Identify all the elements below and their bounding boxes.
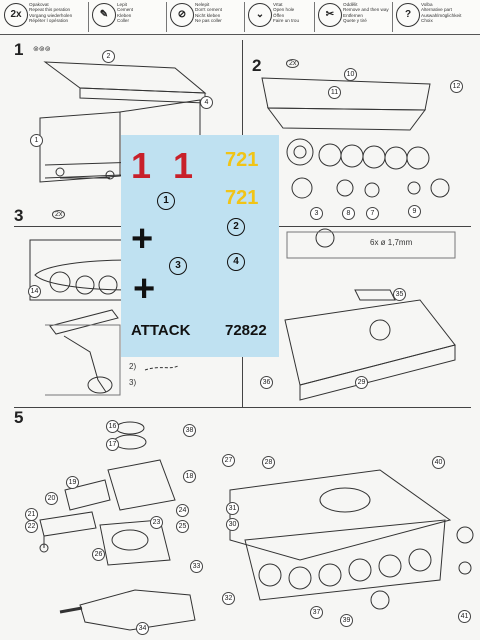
part-number: 34 — [136, 622, 149, 635]
part-number: 29 — [355, 376, 368, 389]
legend-text: Quete y tiré — [343, 18, 367, 24]
legend-text: Don't cement — [195, 7, 222, 13]
legend-cement: ✎ Lepit Cement Kleben Coller — [92, 2, 164, 32]
part-number: 30 — [226, 518, 239, 531]
step-number-1: 1 — [14, 40, 24, 59]
repeat-icon: 2x — [4, 3, 28, 27]
decal-marker: 1 — [157, 192, 175, 210]
legend-text: Vrtat — [273, 2, 283, 7]
legend-text: Opakovat — [29, 2, 49, 7]
part-number: 40 — [432, 456, 445, 469]
part-number: 16 — [106, 420, 119, 433]
cutter-icon: ✂ — [318, 3, 342, 27]
part-number: 28 — [262, 456, 275, 469]
part-number: 20 — [45, 492, 58, 505]
part-number: 19 — [66, 476, 79, 489]
step-number-3: 3 — [14, 206, 24, 225]
legend-text: Oddělit — [343, 2, 358, 7]
part-number: 11 — [328, 86, 341, 99]
legend-text: Öffen — [273, 12, 285, 18]
part-number: 31 — [226, 502, 239, 515]
instruction-legend: 2x Opakovat Repeat this peration Vorgang… — [0, 0, 480, 35]
part-number: 8 — [342, 207, 355, 220]
legend-text: Répéter l opération — [29, 18, 69, 24]
repeat-chip: 2x — [286, 59, 300, 68]
part-number: 9 — [408, 205, 421, 218]
legend-text: Lepit — [117, 2, 127, 7]
no-glue-icon: ⊘ — [170, 3, 194, 27]
part-number: 35 — [393, 288, 406, 301]
part-number: 27 — [222, 454, 235, 467]
legend-text: Coller — [117, 18, 129, 24]
question-icon: ? — [396, 3, 420, 27]
legend-text: Remove and then way — [343, 7, 389, 13]
decal-balkenkreuz: + — [131, 218, 154, 260]
legend-text: Entfernen — [343, 12, 363, 18]
part-number: 41 — [458, 610, 471, 623]
legend-text: Kleben — [117, 12, 132, 18]
part-number: 26 — [92, 548, 105, 561]
legend-text: Volba — [421, 2, 433, 7]
legend-text: Ne pas coller — [195, 18, 222, 24]
alternative-label: 3) — [129, 378, 137, 387]
part-number: 4 — [200, 96, 213, 109]
legend-text: Nicht kleben — [195, 12, 221, 18]
decal-yellow-number: 721 — [225, 149, 259, 171]
decal-code: 72822 — [225, 322, 267, 339]
part-number: 17 — [106, 438, 119, 451]
part-number: 7 — [366, 207, 379, 220]
part-number: 14 — [28, 285, 41, 298]
part-number: 21 — [25, 508, 38, 521]
legend-text: Auswahlmöglichkeit — [421, 12, 462, 18]
part-number: 32 — [222, 592, 235, 605]
drill-note: 6x ø 1,7mm — [370, 238, 413, 247]
legend-text: Repeat this peration — [29, 7, 71, 13]
part-number: 22 — [25, 520, 38, 533]
part-number: 2 — [102, 50, 115, 63]
step-number-2: 2 — [252, 56, 262, 75]
part-number: 33 — [190, 560, 203, 573]
legend-alternative: ? Volba Alternative part Auswahlmöglichk… — [396, 2, 478, 32]
part-number: 38 — [183, 424, 196, 437]
decal-yellow-number: 721 — [225, 187, 259, 209]
part-number: 23 — [150, 516, 163, 529]
legend-text: Cement — [117, 7, 134, 13]
legend-text: Choix — [421, 18, 433, 24]
decal-marker: 2 — [227, 218, 245, 236]
step-number-5: 5 — [14, 408, 24, 427]
drill-icon: ⌄ — [248, 3, 272, 27]
part-number: 18 — [183, 470, 196, 483]
part-number: 12 — [450, 80, 463, 93]
decal-balkenkreuz: + — [133, 268, 156, 310]
part-number: 37 — [310, 606, 323, 619]
legend-repeat: 2x Opakovat Repeat this peration Vorgang… — [4, 2, 86, 32]
repeat-chip: 2x — [52, 210, 66, 219]
decal-sheet: 1 1 721 721 1 2 + 3 4 + ATTACK 72822 — [121, 135, 279, 357]
part-number: 10 — [344, 68, 357, 81]
legend-text: Vorgang wiederholen — [29, 12, 73, 18]
decal-marker: 4 — [227, 253, 245, 271]
legend-text: Faire un trou — [273, 18, 300, 24]
decal-red-number: 1 1 — [131, 145, 200, 186]
alternative-label: 2) — [129, 362, 137, 371]
part-number: 3 — [310, 207, 323, 220]
step-1-icons: ⊚⊚⊚ — [33, 46, 51, 53]
glue-icon: ✎ — [92, 3, 116, 27]
legend-text: Alternative part — [421, 7, 452, 13]
legend-drill: ⌄ Vrtat Open hole Öffen Faire un trou — [248, 2, 312, 32]
part-number: 1 — [30, 134, 43, 147]
part-number: 36 — [260, 376, 273, 389]
part-number: 24 — [176, 504, 189, 517]
legend-no-cement: ⊘ Nelepit Don't cement Nicht kleben Ne p… — [170, 2, 242, 32]
legend-text: Nelepit — [195, 2, 210, 7]
legend-text: Open hole — [273, 7, 295, 13]
decal-attack-text: ATTACK — [131, 322, 191, 339]
decal-marker: 3 — [169, 257, 187, 275]
part-number: 39 — [340, 614, 353, 627]
legend-remove: ✂ Oddělit Remove and then way Entfernen … — [318, 2, 390, 32]
part-number: 25 — [176, 520, 189, 533]
